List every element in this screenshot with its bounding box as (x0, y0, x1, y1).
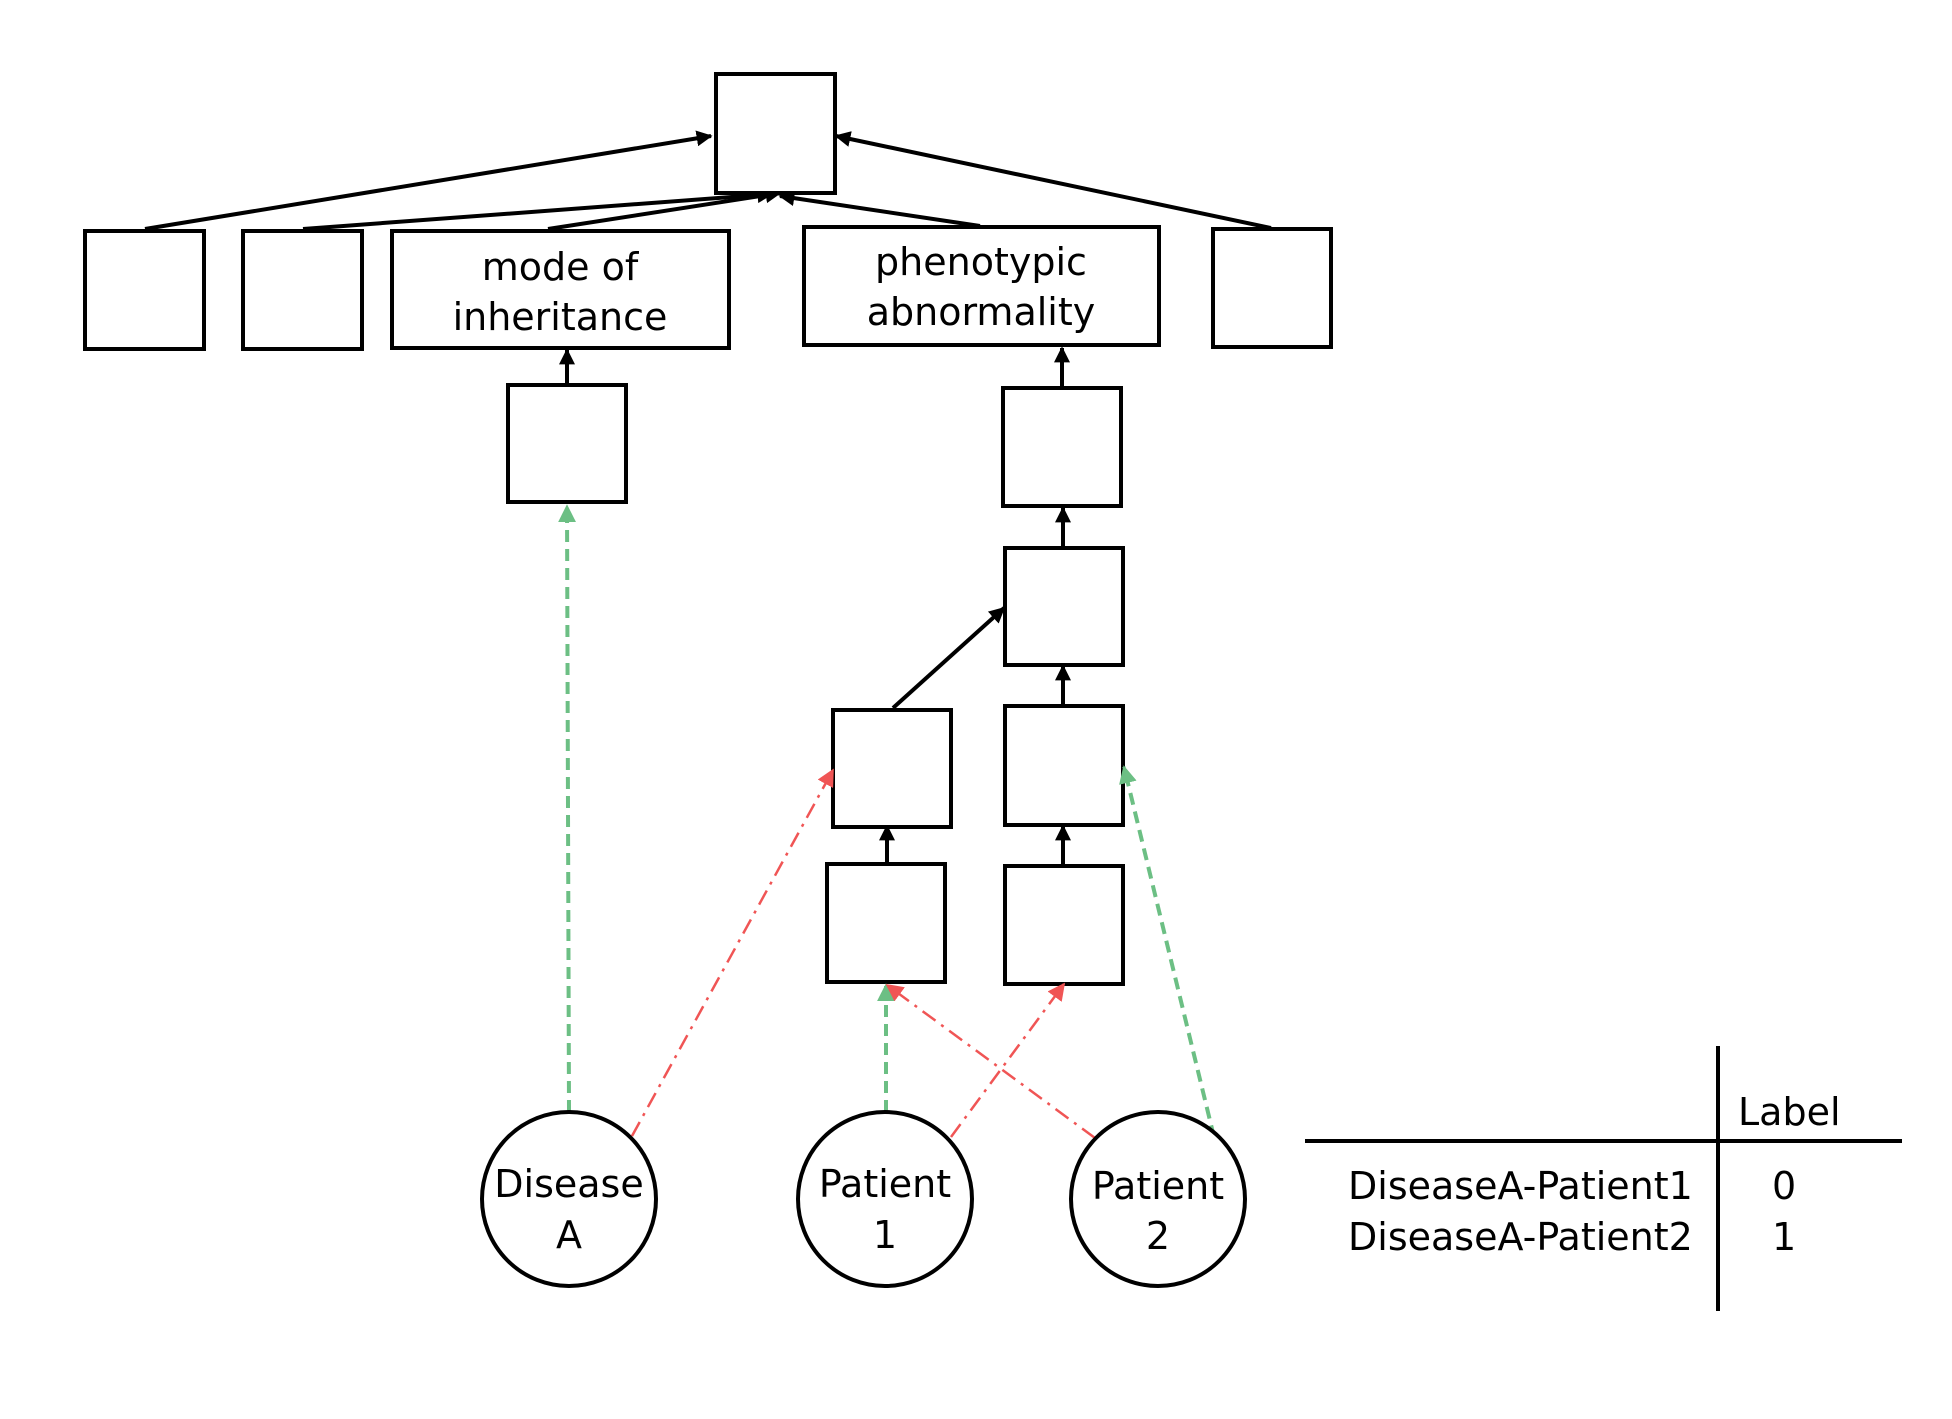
table-row-2-pair: DiseaseA-Patient2 (1348, 1215, 1693, 1259)
mode-of-inheritance-box[interactable] (390, 229, 731, 350)
phenotype-child-box-4[interactable] (1003, 864, 1125, 986)
edge-patient2-phenotype-box-3 (1119, 765, 1216, 1138)
edge-leaf2-root (302, 187, 774, 231)
edge-patient2-branch-box-2 (885, 983, 1096, 1140)
disease-a-label-line1: Disease (494, 1162, 643, 1206)
term-box-5[interactable] (1211, 227, 1333, 349)
patient-1-label-line2: 1 (873, 1213, 897, 1257)
disease-a-node[interactable] (480, 1110, 658, 1288)
phenotypic-abnormality-box[interactable] (802, 225, 1161, 347)
phenotype-child-box-1[interactable] (1001, 386, 1123, 508)
phenotype-child-box-3[interactable] (1003, 704, 1125, 827)
annotation-edges (558, 504, 1216, 1138)
phenotype-branch-box-2[interactable] (825, 862, 947, 984)
phenotypic-abnormality-label-line1: phenotypic (875, 240, 1087, 284)
term-box-2[interactable] (241, 229, 364, 351)
phenotype-child-box-2[interactable] (1003, 546, 1125, 667)
patient-2-label-line1: Patient (1092, 1164, 1224, 1208)
edge-phenotypic-root (778, 190, 981, 228)
table-row-1-pair: DiseaseA-Patient1 (1348, 1164, 1693, 1208)
phenotype-branch-box-1[interactable] (831, 708, 953, 829)
negative-annotation-edges (630, 768, 1096, 1140)
table-row-1-label: 0 (1772, 1164, 1796, 1208)
ontology-terms (83, 72, 1333, 986)
root-term-box[interactable] (714, 72, 837, 195)
mode-of-inheritance-label-line2: inheritance (453, 295, 668, 339)
phenotypic-abnormality-label-line2: abnormality (867, 290, 1096, 334)
edge-l1-c2 (891, 606, 1006, 710)
inheritance-child-box[interactable] (506, 383, 628, 504)
patient-1-label-line1: Patient (819, 1162, 951, 1206)
edge-disease-a-inheritance-child (558, 504, 577, 1113)
edge-patient1-phenotype-box-4 (949, 982, 1066, 1138)
table-header-label: Label (1738, 1090, 1841, 1134)
edge-leaf5-root (834, 131, 1272, 230)
table-row-2-label: 1 (1772, 1215, 1796, 1259)
edge-inheritance-root (547, 187, 782, 231)
label-table: Label DiseaseA-Patient1 0 DiseaseA-Patie… (1305, 1046, 1902, 1311)
mode-of-inheritance-label-line1: mode of (482, 245, 640, 289)
edge-leaf1-root (144, 130, 713, 231)
patient-2-label-line2: 2 (1146, 1214, 1170, 1258)
disease-a-label-line2: A (556, 1213, 582, 1257)
patient-2-node[interactable] (1069, 1110, 1247, 1288)
is-a-edges (144, 130, 1272, 864)
patient-1-node[interactable] (796, 1110, 974, 1288)
entities: Disease A Patient 1 Patient 2 (480, 1110, 1247, 1288)
term-box-1[interactable] (83, 229, 206, 351)
edge-disease-a-branch-box-1 (630, 768, 835, 1137)
